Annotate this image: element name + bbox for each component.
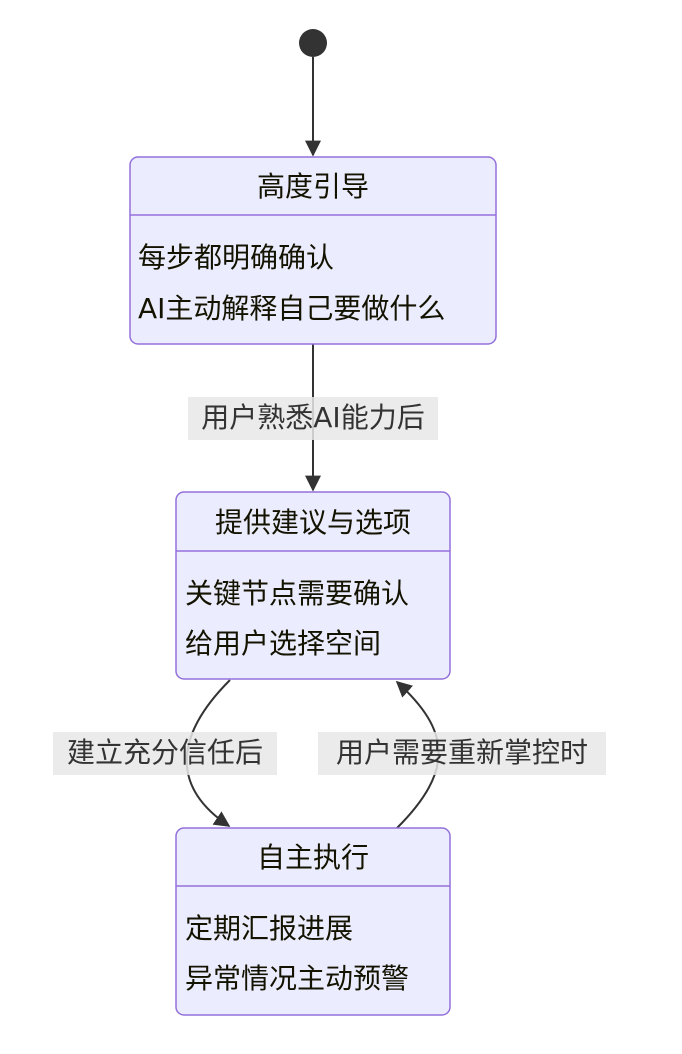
state-line: 给用户选择空间 [185,627,381,660]
edge-label-text: 建立充分信任后 [67,736,263,769]
state-guided: 高度引导 每步都明确确认 AI主动解释自己要做什么 [129,156,497,345]
state-line: 关键节点需要确认 [185,577,409,610]
edge-label-text: 用户需要重新掌控时 [336,736,588,769]
edge-label-text: 用户熟悉AI能力后 [201,401,424,434]
state-title: 提供建议与选项 [215,506,411,539]
state-line: 定期汇报进展 [185,912,353,945]
start-node [299,29,327,57]
state-suggest: 提供建议与选项 关键节点需要确认 给用户选择空间 [175,491,451,680]
state-line: 每步都明确确认 [138,241,334,274]
edge-label-2: 建立充分信任后 [53,732,277,775]
state-title: 高度引导 [257,170,369,203]
edge-label-3: 用户需要重新掌控时 [318,732,606,775]
edge-label-1: 用户熟悉AI能力后 [188,397,438,440]
state-title: 自主执行 [257,841,369,874]
state-line: 异常情况主动预警 [185,962,409,995]
state-autonomous: 自主执行 定期汇报进展 异常情况主动预警 [175,827,451,1016]
state-line: AI主动解释自己要做什么 [138,292,445,325]
